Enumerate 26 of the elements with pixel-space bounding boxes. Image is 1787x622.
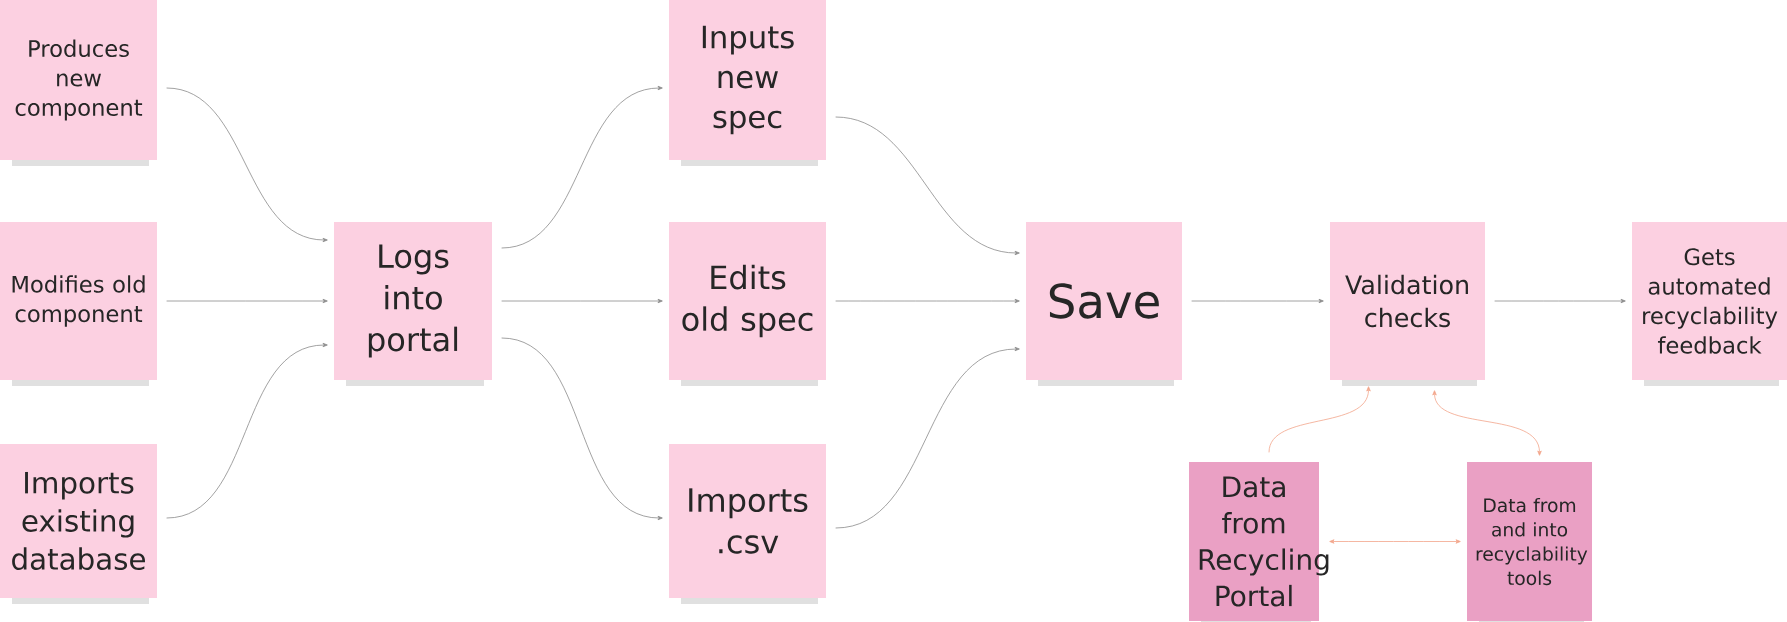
sticky-note: Save <box>1026 222 1182 386</box>
arrow <box>835 346 1020 529</box>
sticky-note: Imports .csv <box>669 444 826 604</box>
sticky-note: Data from Recycling Portal <box>1189 462 1329 622</box>
sticky-note: Logs into portal <box>334 222 492 386</box>
arrow <box>1432 390 1542 456</box>
sticky-note: Produces new component <box>0 0 157 166</box>
arrow <box>166 298 328 304</box>
sticky-note: Imports existing database <box>0 444 157 604</box>
sticky-note: Validation checks <box>1330 222 1485 386</box>
arrow <box>166 342 328 519</box>
arrow <box>1191 298 1324 304</box>
arrow <box>835 298 1020 304</box>
sticky-note: Gets automated recyclability feedback <box>1632 222 1787 386</box>
arrow <box>501 298 663 304</box>
arrow <box>501 85 663 249</box>
arrow <box>1268 386 1371 453</box>
arrow <box>1494 298 1626 304</box>
sticky-note: Edits old spec <box>669 222 826 386</box>
sticky-note: Inputs new spec <box>669 0 826 166</box>
arrow <box>1329 539 1461 544</box>
arrow <box>166 87 328 243</box>
sticky-note: Data from and into recyclability tools <box>1467 462 1592 622</box>
arrow <box>835 116 1020 256</box>
arrow <box>501 337 663 521</box>
sticky-note: Modifies old component <box>0 222 157 386</box>
